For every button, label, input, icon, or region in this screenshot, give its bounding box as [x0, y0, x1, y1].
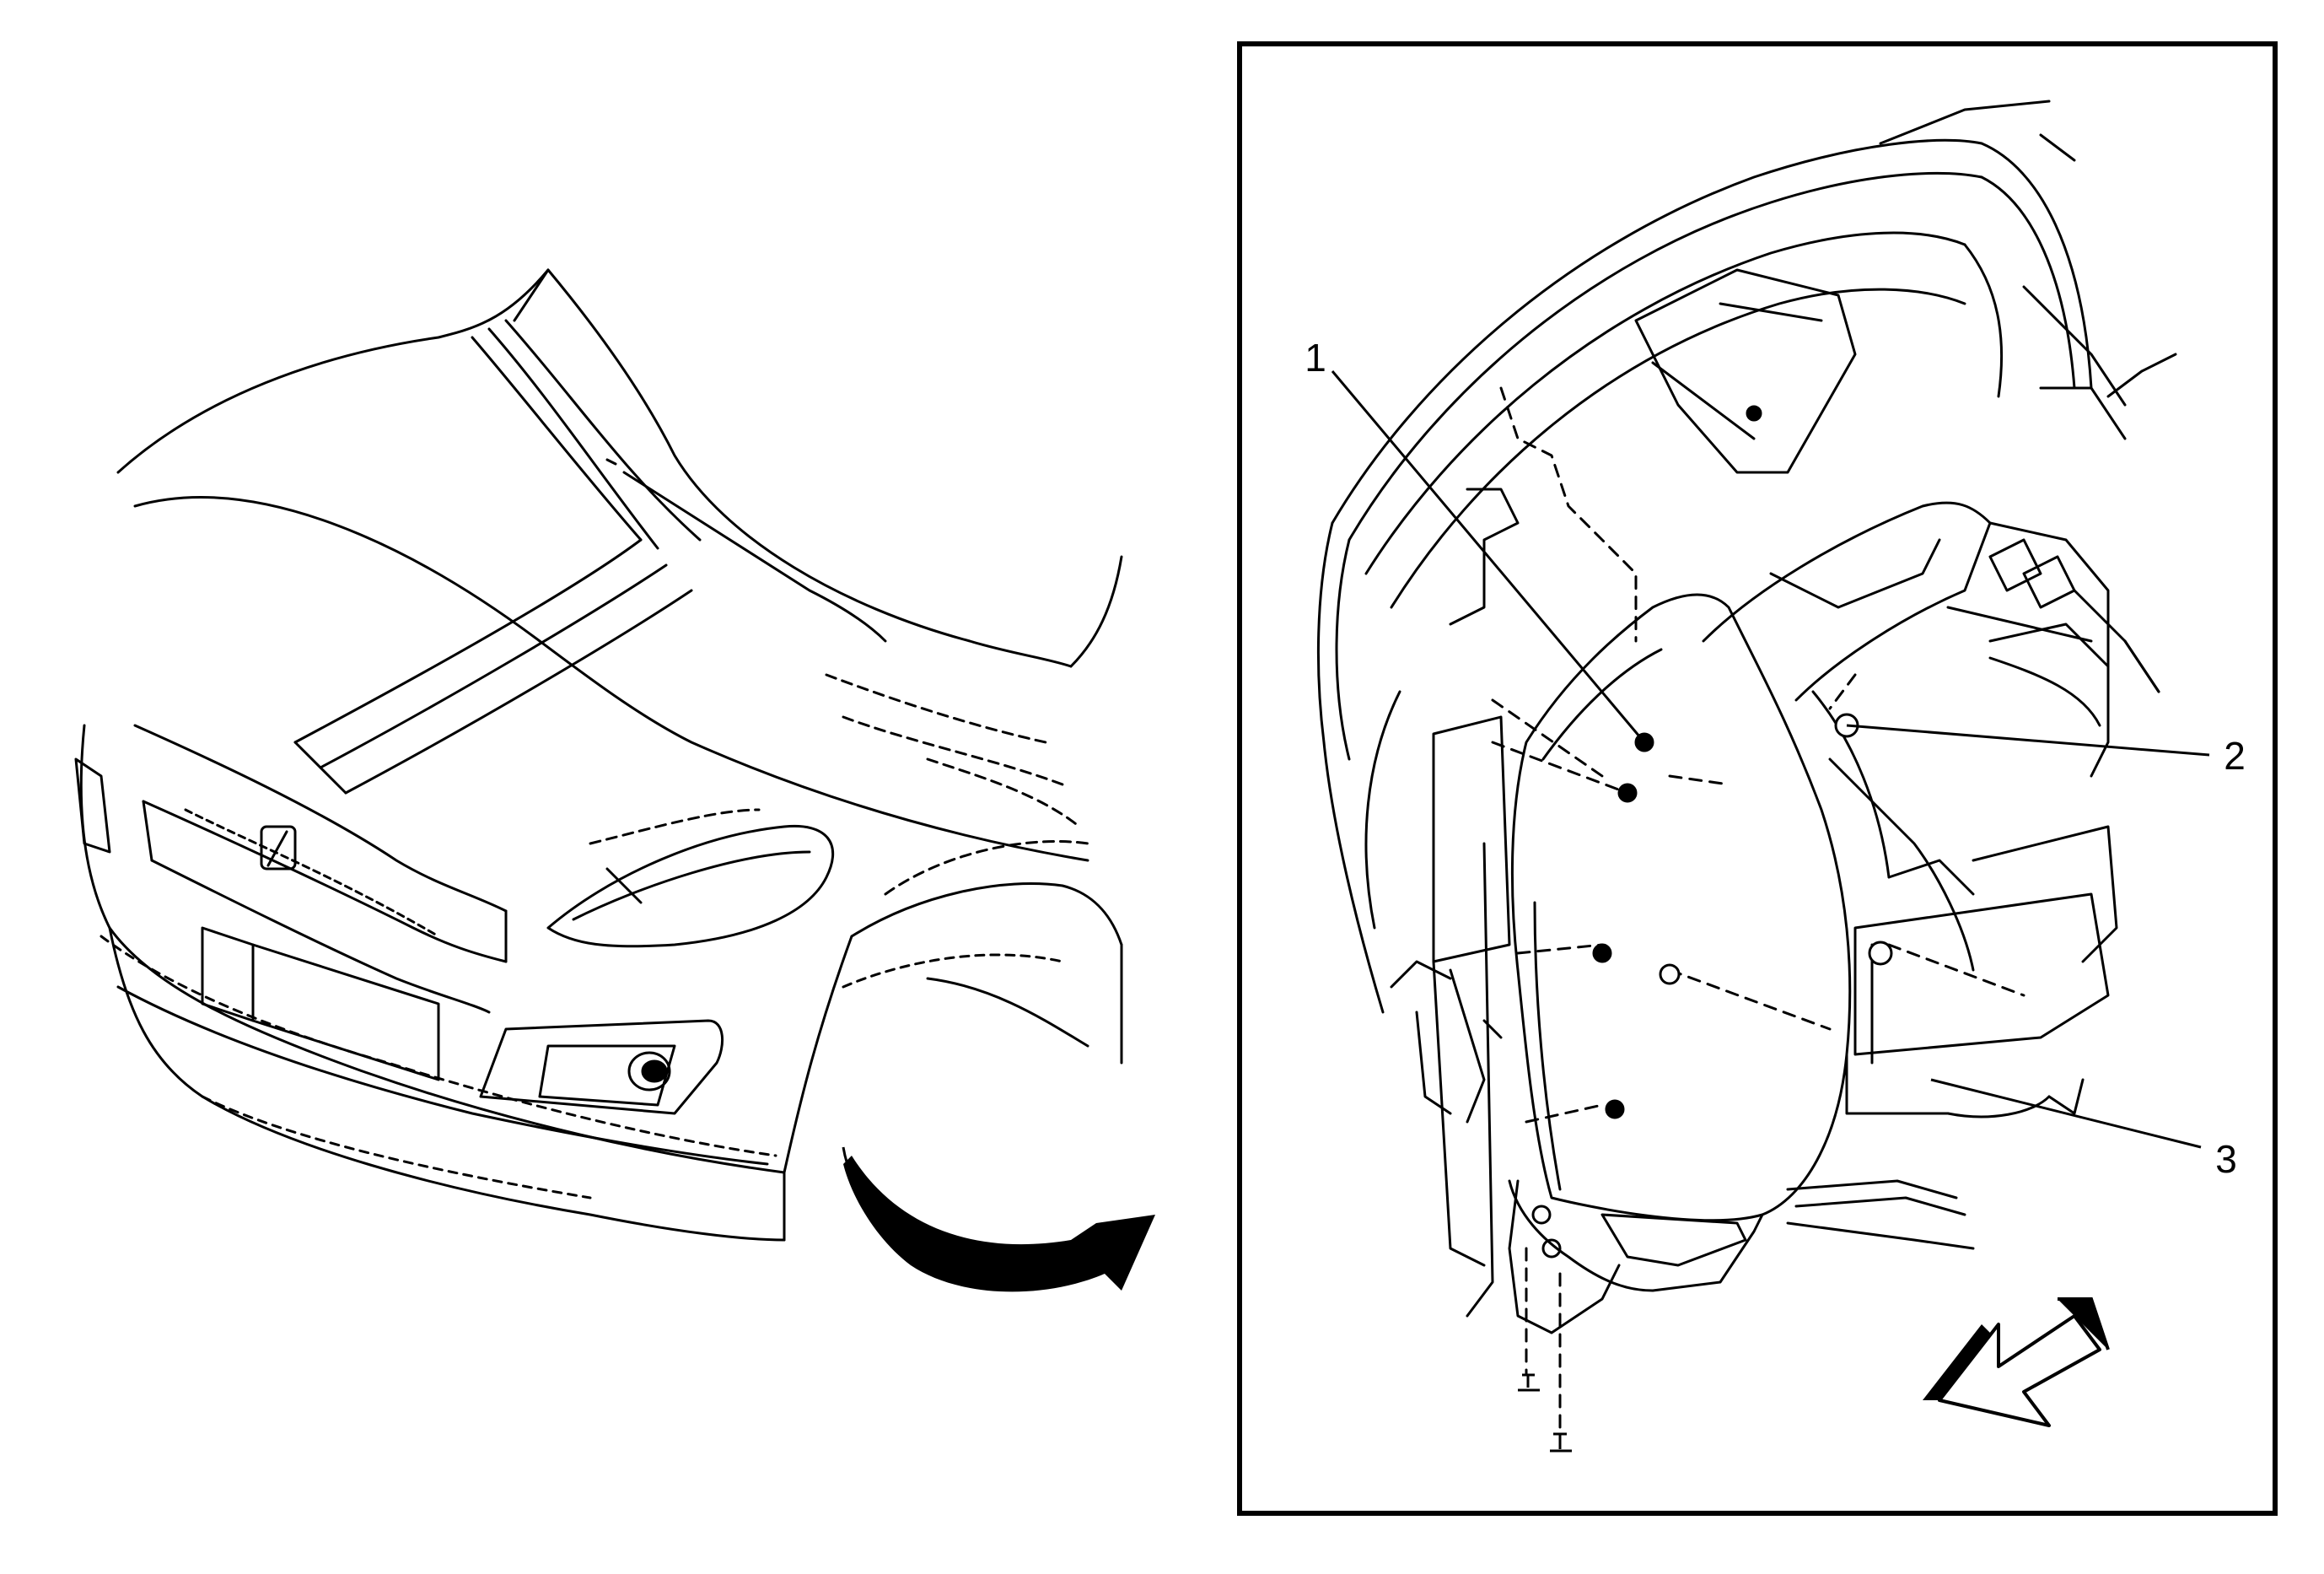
callout-2: 2 — [2224, 734, 2246, 778]
callout-labels: 1 2 3 — [1305, 336, 2246, 1181]
wheelhouse-liner-detail — [1316, 100, 2177, 1436]
front-direction-arrow-icon — [1923, 1297, 2110, 1427]
callout-1: 1 — [1305, 336, 1326, 380]
callout-3: 3 — [2215, 1137, 2237, 1181]
detail-frame — [1237, 41, 2278, 1516]
vehicle-overview — [74, 268, 1123, 1242]
leader-line-3 — [1930, 1078, 2202, 1149]
curved-arrow-icon — [842, 1146, 1155, 1292]
leader-lines — [1331, 370, 2210, 1149]
leader-line-1 — [1331, 370, 1646, 743]
leader-line-2 — [1846, 724, 2210, 757]
